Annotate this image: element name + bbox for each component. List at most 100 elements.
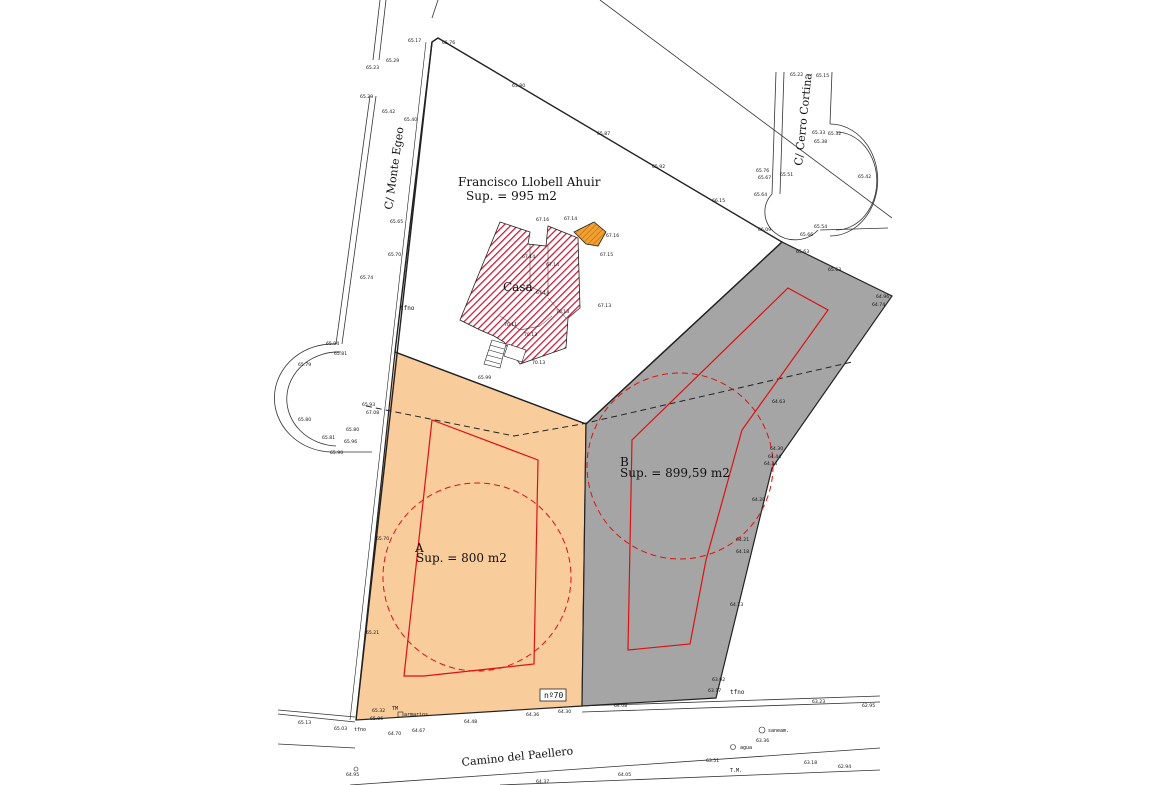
elevation-label: 65.51 (780, 172, 793, 178)
elevation-label: 70.13 (532, 360, 545, 366)
outbuilding (573, 221, 607, 247)
agua-label: agua (740, 745, 752, 751)
elevation-label: 64.37 (536, 779, 549, 785)
elevation-label: 64.13 (730, 602, 743, 608)
elevation-label: 65.06 (370, 716, 383, 722)
saneam-manhole-icon (758, 726, 766, 734)
saneam-label: saneam. (768, 728, 789, 734)
elevation-label: 64.95 (346, 772, 359, 778)
elevation-label: 63.23 (812, 699, 825, 705)
elevation-label: 65.70 (376, 536, 389, 542)
elevation-label: 65.29 (360, 94, 373, 100)
lot-boundary-inner (349, 41, 427, 721)
elevation-label: 64.05 (618, 772, 631, 778)
elevation-label: 65.63 (828, 267, 841, 273)
elevation-label: 65.81 (322, 435, 335, 441)
utility-symbols (353, 711, 766, 772)
elevation-label: 65.76 (442, 40, 455, 46)
tm-label-2: T.M. (730, 768, 742, 774)
elevation-label: 65.40 (404, 117, 417, 123)
elevation-label: 65.74 (360, 275, 373, 281)
dashed-division (365, 361, 853, 437)
armarios-label: armarios (404, 712, 428, 718)
elevation-label: 65.21 (366, 630, 379, 636)
elevation-label: 64.30 (770, 446, 783, 452)
street-edges (274, 0, 893, 785)
elevation-label: 65.65 (390, 219, 403, 225)
elevation-label: 64.18 (736, 549, 749, 555)
elevation-label: 65.54 (814, 224, 827, 230)
elevation-label: 65.66 (800, 232, 813, 238)
elevation-label: 62.95 (862, 703, 875, 709)
elevation-label: 64.67 (412, 728, 425, 734)
elevation-label: 65.42 (858, 174, 871, 180)
plot-number: nº70 (544, 691, 563, 700)
street-cerro-cortina: C/ Cerro Cortina (792, 72, 815, 166)
elevation-label: 64.48 (464, 719, 477, 725)
elevation-label: 63.51 (706, 758, 719, 764)
elevation-label: 66.15 (712, 198, 725, 204)
agua-valve-icon (730, 744, 736, 750)
elevation-label: 63.36 (756, 738, 769, 744)
elevation-label: 65.32 (372, 708, 385, 714)
elevation-label: 67.14 (536, 290, 549, 296)
elevation-label: 65.93 (362, 402, 375, 408)
owner-area: Sup. = 995 m2 (466, 189, 557, 203)
elevation-label: 65.80 (346, 427, 359, 433)
elevation-label: 65.03 (334, 726, 347, 732)
house-footprint (459, 221, 581, 365)
main-lot-outline (394, 37, 784, 425)
elevation-label: 67.08 (366, 410, 379, 416)
elevation-label: 65.13 (298, 720, 311, 726)
circle-a (382, 482, 572, 672)
parcel-b-area: Sup. = 899,59 m2 (620, 466, 730, 480)
elevation-label: 70.13 (556, 309, 569, 315)
elevation-label: 65.17 (408, 38, 421, 44)
elevation-label: 63.77 (708, 688, 721, 694)
elevation-label: 65.29 (386, 58, 399, 64)
elevation-label: 65.92 (652, 164, 665, 170)
elevation-label: 64.96 (876, 294, 889, 300)
elevation-label: 65.22 (790, 72, 803, 78)
elevation-label: 67.13 (598, 303, 611, 309)
elevation-label: 65.33 (812, 130, 825, 136)
elevation-label: 65.76 (756, 168, 769, 174)
parcel-a-area: Sup. = 800 m2 (416, 551, 507, 565)
elevation-label: 67.15 (600, 252, 613, 258)
elevation-label: 64.70 (388, 731, 401, 737)
elevation-label: 64.08 (614, 703, 627, 709)
street-monte-egeo: C/ Monte Egeo (382, 126, 407, 211)
elevation-label: 63.92 (712, 677, 725, 683)
tm-label-1: TM (392, 706, 398, 712)
elevation-label: 64.20 (752, 497, 765, 503)
survey-point-icon (353, 766, 359, 772)
elevation-label: 65.42 (382, 109, 395, 115)
elevation-label: 64.21 (736, 537, 749, 543)
tm-box-icon (397, 711, 404, 718)
elevation-label: 64.30 (558, 709, 571, 715)
elevation-label: 63.18 (804, 760, 817, 766)
elevation-label: 65.81 (334, 351, 347, 357)
elevation-label: 65.64 (754, 192, 767, 198)
tfno-label-1: tfno (400, 305, 415, 312)
elevation-labels: 65.17 65.76 65.29 65.23 65.29 65.42 65.4… (298, 38, 889, 785)
elevation-label: 65.67 (758, 175, 771, 181)
elevation-label: 65.80 (512, 83, 525, 89)
elevation-label: 67.14 (522, 254, 535, 260)
tfno-label-3: tfno (354, 727, 366, 733)
circle-b (586, 372, 774, 560)
lot-boundary (355, 41, 433, 721)
elevation-label: 65.87 (597, 131, 610, 137)
elevation-label: 65.90 (330, 450, 343, 456)
house-stairs (483, 339, 527, 369)
elevation-label: 65.79 (298, 362, 311, 368)
elevation-label: 67.14 (564, 216, 577, 222)
elevation-label: 65.23 (366, 65, 379, 71)
elevation-label: 70.13 (524, 332, 537, 338)
elevation-label: 65.32 (828, 131, 841, 137)
elevation-label: 62.94 (838, 764, 851, 770)
elevation-label: 65.70 (388, 252, 401, 258)
parcel-b-letter: B (620, 455, 629, 469)
elevation-label: 65.80 (298, 417, 311, 423)
